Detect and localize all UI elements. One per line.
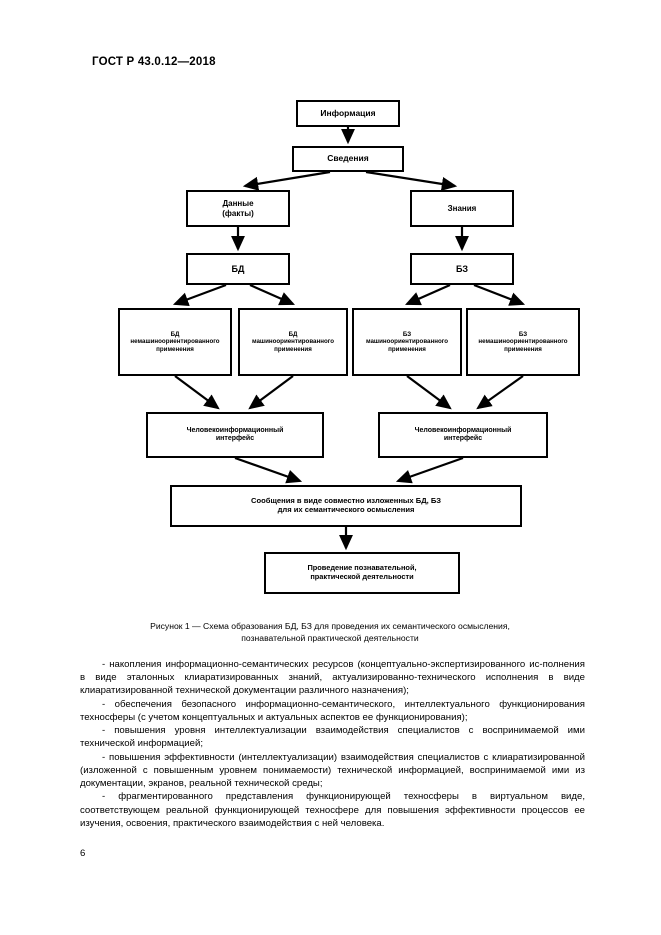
node-kb-nonmachine-line2: немашиноориентированного (478, 338, 568, 346)
node-db-machine-line2: машиноориентированного (251, 338, 335, 346)
body-paragraph: - повышения эффективности (интеллектуали… (80, 751, 585, 790)
node-kb-machine-line1: БЗ (402, 331, 412, 339)
node-activity-line1: Проведение познавательной, (307, 563, 417, 573)
body-paragraph: - накопления информационно-семантических… (80, 659, 585, 697)
node-db-machine: БД машиноориентированного применения (238, 308, 348, 376)
node-db-machine-line1: БД (288, 331, 298, 339)
node-kb-nonmachine: БЗ немашиноориентированного применения (466, 308, 580, 376)
node-kb-nonmachine-line1: БЗ (518, 331, 528, 339)
body-text: - накопления информационно-семантических… (80, 658, 585, 830)
node-messages: Сообщения в виде совместно изложенных БД… (170, 485, 522, 527)
node-db-nonmachine: БД немашиноориентированного применения (118, 308, 232, 376)
node-db-machine-line3: применения (274, 345, 312, 353)
node-interface-left-line1: Человекоинформационный (186, 426, 284, 434)
node-db-nonmachine-line1: БД (170, 331, 180, 339)
node-data-info-label: Сведения (327, 153, 369, 164)
node-database: БД (186, 253, 290, 285)
node-kb-machine: БЗ машиноориентированного применения (352, 308, 462, 376)
page-number: 6 (80, 848, 86, 859)
node-db-nonmachine-line3: применения (156, 345, 194, 353)
node-activity-line2: практической деятельности (310, 572, 414, 581)
flowchart-connectors (172, 127, 526, 551)
figure-1-flowchart: Информация Сведения Данные (факты) Знани… (0, 90, 661, 610)
node-interface-left: Человекоинформационный интерфейс (146, 412, 324, 458)
node-information-label: Информация (320, 107, 376, 118)
node-data-facts-line1: Данные (222, 199, 254, 209)
figure-caption-line2: познавательной практической деятельности (241, 633, 419, 644)
node-data-info: Сведения (292, 146, 404, 172)
standard-identifier: ГОСТ Р 43.0.12—2018 (92, 56, 216, 68)
figure-caption: Рисунок 1 — Схема образования БД, БЗ для… (80, 620, 580, 645)
node-data-facts-line2: (факты) (222, 208, 254, 218)
node-activity: Проведение познавательной, практической … (264, 552, 460, 594)
body-paragraph: - фрагментированного представления функц… (80, 791, 585, 829)
node-knowledge: Знания (410, 190, 514, 227)
node-knowledgebase-label: БЗ (456, 263, 468, 274)
node-knowledge-label: Знания (447, 203, 477, 213)
node-interface-right-line1: Человекоинформационный (414, 426, 512, 434)
node-information: Информация (296, 100, 400, 127)
node-data-facts: Данные (факты) (186, 190, 290, 227)
node-interface-left-line2: интерфейс (215, 435, 255, 442)
node-kb-nonmachine-line3: применения (504, 345, 542, 353)
node-messages-line2: для их семантического осмысления (277, 505, 415, 514)
node-messages-line1: Сообщения в виде совместно изложенных БД… (251, 496, 441, 506)
node-knowledgebase: БЗ (410, 253, 514, 285)
node-db-nonmachine-line2: немашиноориентированного (130, 338, 220, 346)
node-database-label: БД (231, 263, 245, 274)
body-paragraph: - повышения уровня интеллектуализации вз… (80, 725, 585, 750)
node-kb-machine-line3: применения (388, 345, 426, 353)
figure-caption-line1: Рисунок 1 — Схема образования БД, БЗ для… (150, 621, 510, 631)
node-interface-right-line2: интерфейс (443, 435, 483, 442)
node-kb-machine-line2: машиноориентированного (365, 338, 449, 346)
body-paragraph: - обеспечения безопасного информационно-… (80, 698, 585, 723)
node-interface-right: Человекоинформационный интерфейс (378, 412, 548, 458)
